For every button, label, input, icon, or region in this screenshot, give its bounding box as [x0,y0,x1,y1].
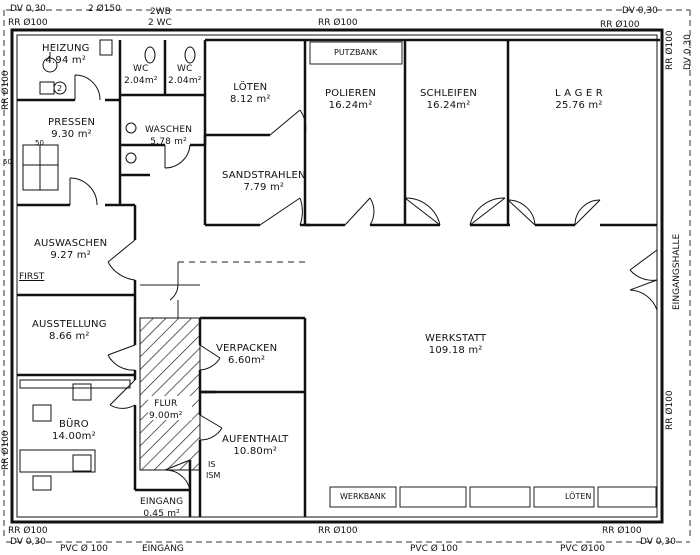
annotation-bottom-eingang: EINGANG [142,544,184,554]
exterior-walls-inner [16,34,658,518]
pressen-dim2-label: 50 [3,158,12,166]
flur-hatch [139,317,201,471]
room-name: WASCHEN [145,125,193,135]
putzbank-label: PUTZBANK [334,48,378,57]
loeten-bench-label: LÖTEN [565,492,592,501]
room-ausstellung: AUSSTELLUNG 8.66 m² [32,319,107,343]
room-name: LÖTEN [233,82,268,93]
room-area: 7.79 m² [243,182,285,193]
gutter-lines [3,9,691,543]
annotation-top-left-rr: RR Ø100 [8,18,48,28]
sm-label: ISM [206,471,221,480]
annotation-bottom-left-pvc: PVC Ø 100 [60,544,108,554]
annotation-bottom-rr-mid: RR Ø100 [318,526,358,536]
room-area: 9.00m² [149,411,183,421]
annotation-bottom-right-rr: RR Ø100 [602,526,642,536]
partitions [140,39,657,508]
room-heizung: HEIZUNG 4.94 m² [42,43,90,67]
room-area: 10.80m² [233,446,278,457]
room-name: SANDSTRAHLEN [222,170,306,181]
room-area: 2.04m² [168,76,202,86]
room-area: 9.27 m² [50,250,91,261]
pressen-dim-label: 50 [35,139,44,147]
room-name: VERPACKEN [216,343,278,354]
room-name: L A G E R [555,88,603,99]
room-name: AUSWASCHEN [34,238,108,249]
room-area: 16.24m² [328,100,373,111]
exterior-walls [10,28,664,524]
is-label: IS [208,460,216,469]
room-loeten: LÖTEN 8.12 m² [230,82,271,106]
room-area: 5.78 m² [150,137,187,147]
room-pressen: PRESSEN 9.30 m² [48,117,95,141]
annotation-bottom-right-dv: DV 0,30 [640,537,676,547]
room-name: AUFENTHALT [222,434,289,445]
heizung-unit-label: 2 [57,84,63,93]
werkbank-label: WERKBANK [340,492,386,501]
annotation-right-dv: DV 0,30 [683,34,693,70]
room-flur: FLUR 9.00m² [149,398,183,422]
room-name: SCHLEIFEN [420,88,478,99]
room-sandstrahlen: SANDSTRAHLEN 7.79 m² [222,170,306,194]
annotation-top-2wb: 2WB [150,7,171,17]
room-name: WERKSTATT [425,333,487,344]
annotation-top-2wc: 2 WC [148,18,172,28]
annotation-bottom-pvc-mid: PVC Ø 100 [410,544,458,554]
annotation-right-rr-top: RR Ø100 [665,30,675,70]
room-name: WC [177,64,193,74]
room-area: 25.76 m² [555,100,603,111]
room-name: PRESSEN [48,117,96,128]
room-area: 4.94 m² [45,55,87,66]
room-wc-2: WC 2.04m² [168,63,202,87]
room-werkstatt: WERKSTATT 109.18 m² [425,333,486,357]
annotation-bottom-left-rr: RR Ø100 [8,526,48,536]
office-furniture [19,379,131,491]
sanitary-fixtures [22,39,196,191]
room-schleifen: SCHLEIFEN 16.24m² [420,88,477,112]
room-area: 8.66 m² [49,331,90,342]
annotation-top-right-rr: RR Ø100 [600,20,640,30]
room-area: 16.24m² [426,100,471,111]
room-name: POLIEREN [325,88,377,99]
room-name: EINGANG [140,497,184,507]
room-eingang: EINGANG 0.45 m² [140,496,183,520]
room-area: 14.00m² [52,431,96,442]
first-label: FIRST [19,272,45,282]
room-waschen: WASCHEN 5.78 m² [145,124,192,148]
flur-label-bg [148,396,192,420]
room-area: 6.60m² [228,355,266,366]
room-area: 0.45 m² [143,509,180,519]
room-name: WC [133,64,149,74]
annotation-left-rr-top: RR Ø100 [1,70,11,110]
room-polieren: POLIEREN 16.24m² [325,88,376,112]
room-auswaschen: AUSWASCHEN 9.27 m² [34,238,107,262]
annotation-left-rr-bottom: RR Ø100 [1,430,11,470]
room-area: 8.12 m² [230,94,271,105]
room-buero: BÜRO 14.00m² [52,419,96,443]
room-lager: L A G E R 25.76 m² [555,88,603,112]
room-name: FLUR [154,399,178,409]
room-area: 109.18 m² [428,345,483,356]
doors [69,74,658,491]
annotation-right-eingangshalle: EINGANGSHALLE [672,233,682,310]
room-name: BÜRO [58,419,89,430]
room-verpacken: VERPACKEN 6.60m² [216,343,277,367]
annotation-right-rr-bottom: RR Ø100 [665,390,675,430]
annotation-bottom-right-pvc: PVC Ø100 [560,544,605,554]
room-wc-1: WC 2.04m² [124,63,158,87]
room-name: AUSSTELLUNG [32,319,107,330]
annotation-top-2: 2 Ø150 [88,4,121,14]
annotation-top-right-dv: DV 0,30 [622,6,658,16]
room-name: HEIZUNG [42,43,90,54]
annotation-bottom-left-dv: DV 0,30 [10,537,46,547]
annotation-top-rr-mid: RR Ø100 [318,18,358,28]
room-aufenthalt: AUFENTHALT 10.80m² [222,434,288,458]
room-area: 2.04m² [124,76,158,86]
room-area: 9.30 m² [51,129,92,140]
annotation-top-left-dv: DV 0,30 [10,4,46,14]
